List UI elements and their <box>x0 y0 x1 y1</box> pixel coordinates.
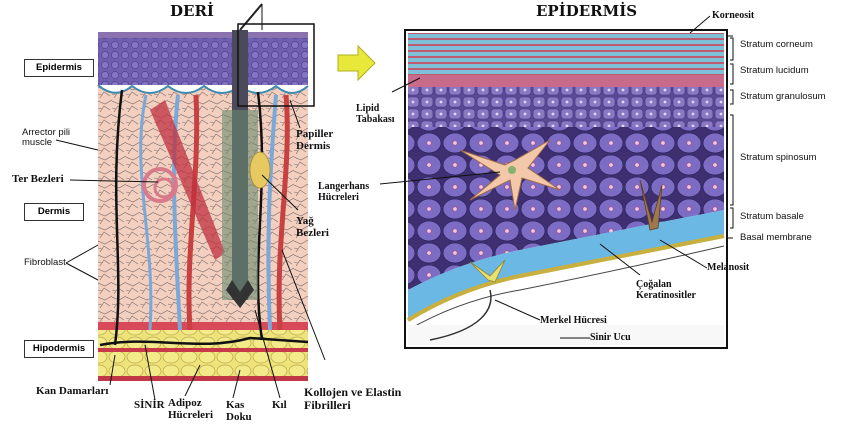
muscle-label: Kas Doku <box>226 400 250 423</box>
nerve-ending-label: Sinir Ucu <box>590 333 631 344</box>
fibroblast-label: Fibroblast <box>24 258 66 268</box>
melanocyte-label: Melanosit <box>707 263 749 274</box>
arrector-label: Arrector pili muscle <box>22 128 82 148</box>
adipose-label: Adipoz Hücreleri <box>168 398 220 421</box>
lipid-label: Lipid Tabakası <box>356 104 396 125</box>
proliferating-label: Çoğalan Keratinositler <box>636 280 716 301</box>
stratum-basale-label: Stratum basale <box>740 212 804 222</box>
epidermis-title: EPİDERMİS <box>536 4 637 20</box>
merkel-label: Merkel Hücresi <box>540 316 607 327</box>
skin-title: DERİ <box>170 4 214 20</box>
skin-cross-section <box>98 4 314 381</box>
papillary-label: Papiller Dermis <box>296 129 344 152</box>
stratum-granulosum-label: Stratum granulosum <box>740 92 826 102</box>
hair-label: Kıl <box>272 400 287 412</box>
epidermis-box: Epidermis <box>24 59 94 77</box>
zoom-arrow <box>338 46 375 80</box>
stratum-corneum-label: Stratum corneum <box>740 40 813 50</box>
collagen-label: Kollojen ve Elastin Fibrilleri <box>304 386 426 411</box>
hypodermis-box: Hipodermis <box>24 340 94 358</box>
dermis-box: Dermis <box>24 203 84 221</box>
sweat-gland-label: Ter Bezleri <box>12 174 64 186</box>
nerve-label: SİNİR <box>134 400 165 412</box>
sebaceous-label: Yağ Bezleri <box>296 216 336 239</box>
stratum-lucidum-label: Stratum lucidum <box>740 66 809 76</box>
corneocyte-label: Korneosit <box>712 11 754 22</box>
stratum-spinosum-label: Stratum spinosum <box>740 153 817 163</box>
basal-membrane-label: Basal membrane <box>740 233 812 243</box>
langerhans-label: Langerhans Hücreleri <box>318 182 390 203</box>
vessels-label: Kan Damarları <box>36 386 108 398</box>
